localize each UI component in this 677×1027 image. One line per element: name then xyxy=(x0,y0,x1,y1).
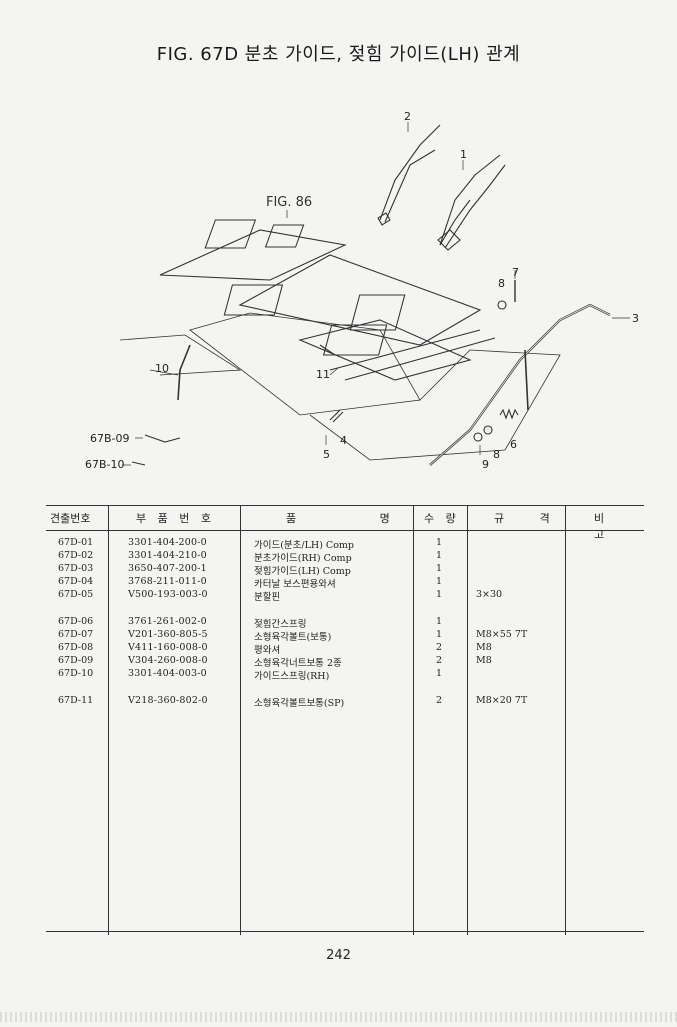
column-divider xyxy=(565,505,566,935)
callout-11: 11 xyxy=(316,368,330,381)
table-header: 견출번호 부 품 번 호 품 명 수 량 규 격 비 고 xyxy=(46,505,644,541)
diagram-svg: 2 1 3 7 8 FIG. 86 10 11 4 5 6 9 8 67B-09… xyxy=(85,110,639,471)
table-row: 67D-11 V218-360-802-0 소형육각볼트보통(SP) 2 M8×… xyxy=(58,695,528,709)
scan-artifact xyxy=(0,1012,677,1022)
callout-6: 6 xyxy=(510,438,517,451)
table-row: 67D-03 3650-407-200-1 젖힘가이드(LH) Comp 1 xyxy=(58,563,443,577)
column-divider xyxy=(413,505,414,935)
callout-7: 7 xyxy=(512,266,519,279)
callout-8-top: 8 xyxy=(498,277,505,290)
table-row: 67D-07 V201-360-805-5 소형육각볼트(보통) 1 M8×55… xyxy=(58,629,528,643)
table-row: 67D-10 3301-404-003-0 가이드스프링(RH) 1 xyxy=(58,668,443,682)
header-part-no: 부 품 번 호 xyxy=(136,512,215,525)
callout-3: 3 xyxy=(632,312,639,325)
table-row: 67D-02 3301-404-210-0 분초가이드(RH) Comp 1 xyxy=(58,550,443,564)
callout-10: 10 xyxy=(155,362,169,375)
table-row: 67D-06 3761-261-002-0 젖힘간스프링 1 xyxy=(58,616,443,630)
header-remarks: 비 고 xyxy=(594,512,615,541)
ref-67b-10: 67B-10 xyxy=(85,458,125,471)
page-title: FIG. 67D 분초 가이드, 젖힘 가이드(LH) 관계 xyxy=(156,44,521,65)
callout-1: 1 xyxy=(460,148,467,161)
exploded-parts-diagram: 2 1 3 7 8 FIG. 86 10 11 4 5 6 9 8 67B-09… xyxy=(0,70,677,490)
page-number: 242 xyxy=(326,948,351,963)
header-index-no: 견출번호 xyxy=(50,512,91,525)
header-part-name: 품 명 xyxy=(286,512,430,525)
ref-67b-09: 67B-09 xyxy=(90,432,130,445)
callout-2: 2 xyxy=(404,110,411,123)
table-body: 67D-01 3301-404-200-0 가이드(분초/LH) Comp 1 … xyxy=(46,531,644,932)
callout-8-bottom: 8 xyxy=(493,448,500,461)
header-qty: 수 량 xyxy=(424,512,460,525)
table-row: 67D-08 V411-160-008-0 평와셔 2 M8 xyxy=(58,642,492,656)
callout-5: 5 xyxy=(323,448,330,461)
table-row: 67D-04 3768-211-011-0 카터날 보스편용와셔 1 xyxy=(58,576,443,590)
column-divider xyxy=(240,505,241,935)
callout-fig86: FIG. 86 xyxy=(266,195,312,210)
column-divider xyxy=(467,505,468,935)
parts-table: 견출번호 부 품 번 호 품 명 수 량 규 격 비 고 67D-01 3301… xyxy=(46,505,644,932)
table-row: 67D-09 V304-260-008-0 소형육각너트보통 2종 2 M8 xyxy=(58,655,492,669)
callout-4: 4 xyxy=(340,434,347,447)
callout-9: 9 xyxy=(482,458,489,471)
table-row: 67D-05 V500-193-003-0 분할핀 1 3×30 xyxy=(58,589,503,603)
header-spec: 규 격 xyxy=(494,512,566,525)
column-divider xyxy=(108,505,109,935)
table-row: 67D-01 3301-404-200-0 가이드(분초/LH) Comp 1 xyxy=(58,537,443,551)
